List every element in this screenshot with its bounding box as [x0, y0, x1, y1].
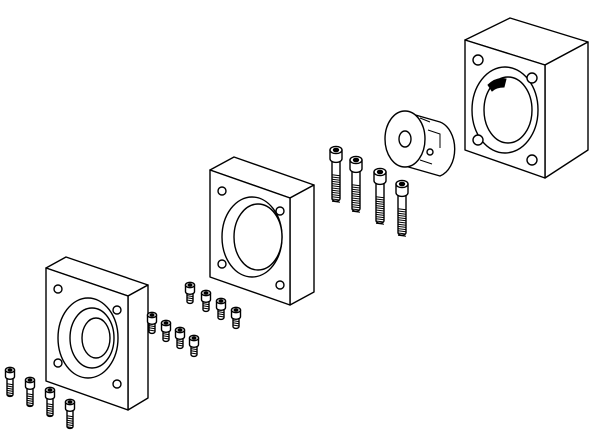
screw-b: [215, 297, 227, 321]
screw-a: [64, 398, 76, 430]
screw-a: [4, 366, 16, 398]
screw-b: [188, 334, 200, 358]
screw-b: [174, 326, 186, 350]
adapter-plate-large: [209, 156, 315, 306]
screw-a: [44, 386, 56, 418]
screw-b: [200, 289, 212, 313]
screw-c: [329, 145, 343, 203]
screws: [4, 145, 409, 430]
screw-b: [184, 281, 196, 305]
screw-b: [230, 306, 242, 330]
screw-c: [395, 179, 409, 237]
screw-a: [24, 376, 36, 408]
coupling-housing: [464, 17, 589, 179]
screw-c: [349, 155, 363, 213]
adapter-plate-small: [45, 256, 149, 411]
screw-b: [160, 319, 172, 343]
screw-c: [373, 167, 387, 225]
coupling: [384, 110, 456, 177]
screw-b: [146, 311, 158, 335]
